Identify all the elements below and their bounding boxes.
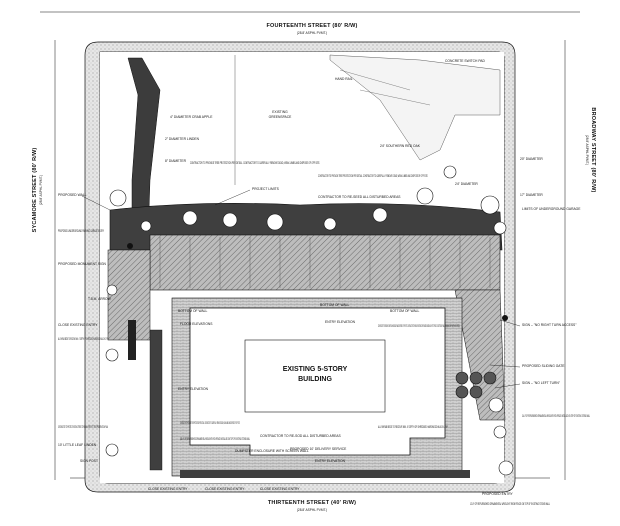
note-tbm: T.B.M. ARROW — [88, 297, 112, 301]
note-entry-elev-left: ENTRY ELEVATION — [178, 387, 209, 391]
note-proposed-wall: PROPOSED WALL — [58, 193, 87, 197]
label-crab-apple: 4" DIAMETER CRAB APPLE — [170, 115, 213, 119]
note-entry-elev-bottom: ENTRY ELEVATION — [315, 459, 346, 463]
left-wall-segment — [128, 320, 136, 360]
greenspace-label-2: GREENSPACE — [269, 115, 292, 119]
note-tree-protect-bottom: CONTRACTOR TO PROVIDE TREE PROTECTION PE… — [180, 421, 240, 425]
label-concrete-pad: CONCRETE SWITCH PAD — [445, 59, 485, 63]
street-sub-left: (28.8' ASPHL PVMT.) — [39, 175, 43, 205]
label-southern-red-oak: 24" SOUTHERN RED OAK — [380, 144, 421, 148]
note-sign-no-left: SIGN – "NO LEFT TURN" — [522, 381, 561, 385]
note-little-leaf-linden: 10' LITTLE LEAF LINDEN — [58, 443, 97, 447]
note-project-limits: PROJECT LIMITS — [252, 187, 280, 191]
street-label-bottom: THIRTEENTH STREET (40' R/W) — [268, 500, 356, 506]
note-limits-underground: LIMITS OF UNDERGROUND GARAGE — [522, 207, 581, 211]
note-tree-protect-top: CONTRACTOR TO PROVIDE TREE PROTECTION PE… — [190, 161, 320, 165]
note-fence-bottom-right: 12 LF OF REFURBISHED ORNAMENTAL WROUGHT … — [470, 502, 550, 506]
existing-path-area — [329, 54, 501, 161]
street-label-top: FOURTEENTH STREET (80' R/W) — [266, 23, 357, 29]
note-sign-no-right: SIGN – "NO RIGHT TURN ACCESS" — [522, 323, 577, 327]
note-fence-right: 114 LF OF REFURBISHED ORNAMENTAL WROUGHT… — [522, 414, 590, 418]
bottom-walk — [180, 470, 470, 478]
note-entry-elev: ENTRY ELEVATION — [325, 320, 356, 324]
note-delivery: PROPOSED 10' DELIVERY SERVICE — [290, 447, 347, 451]
note-shrub-beds-right: ALL SHRUB BEDS TO RECEIVE MIN. 4" DEPTH … — [378, 425, 448, 429]
note-signpost: SIGN POST — [80, 459, 98, 463]
street-sub-bottom: (28.8' ASPHL PVMT.) — [297, 508, 327, 512]
note-reseed: CONTRACTOR TO RE-SEED ALL DISTURBED AREA… — [318, 195, 401, 199]
label-dbh-24: 24" DIAMETER — [455, 182, 478, 186]
note-shrub-beds-left: ALL SHRUB BEDS TO RECEIVE MIN. 4" DEPTH … — [58, 337, 108, 341]
note-underground-entry: PROPOSED UNDERGROUND PARKING GARAGE ENTR… — [58, 229, 104, 233]
greenspace-label-1: EXISTING — [272, 110, 288, 114]
leader-sign-no-right — [499, 319, 521, 327]
street-label-right: BROADWAY STREET (80' R/W) — [590, 107, 596, 192]
label-oak-8: 8" DIAMETER — [165, 159, 187, 163]
label-dbh-17: 17" DIAMETER — [520, 193, 543, 197]
note-proposed-entry: PROPOSED ENTRY — [482, 492, 514, 496]
leader-project-limits — [214, 189, 251, 206]
note-sliding-gate: PROPOSED SLIDING GATE — [522, 364, 565, 368]
tree-row-top — [109, 187, 507, 235]
note-monument-sign: PROPOSED MONUMENT SIGN — [58, 262, 107, 266]
parking-lot — [149, 234, 501, 291]
note-floor-elev: FLOOR ELEVATIONS — [180, 322, 213, 326]
building-footprint — [189, 307, 446, 456]
leader-proposed-wall — [81, 195, 111, 211]
note-bottom-wall-3: BOTTOM OF WALL — [390, 309, 419, 313]
sign-marker-left — [127, 243, 133, 249]
label-linden: 2" DIAMETER LINDEN — [165, 137, 200, 141]
note-close-entry-b1: CLOSE EXISTING ENTRY — [148, 487, 188, 491]
note-close-entry: CLOSE EXISTING ENTRY — [58, 323, 98, 327]
note-tree-protect-right: CONTRACTOR TO PROVIDE TREE PROTECTION PE… — [318, 174, 428, 178]
tree-column-right — [443, 165, 514, 476]
building-label-line2: BUILDING — [298, 376, 332, 383]
street-sub-top: (28.8' ASPHL PVMT.) — [297, 31, 327, 35]
path-line-2 — [359, 89, 431, 106]
note-reseed-bottom: CONTRACTOR TO RE-SOD ALL DISTURBED AREAS — [260, 434, 341, 438]
note-dumpster: DUMPSTER ENCLOSURE WITH SCREEN WALL — [235, 449, 309, 453]
note-bottom-wall-2: BOTTOM OF WALL — [320, 303, 349, 307]
left-entry-walk — [149, 329, 163, 471]
street-label-left: SYCAMORE STREET (80' R/W) — [32, 148, 38, 233]
note-bottom-wall-1: BOTTOM OF WALL — [178, 309, 207, 313]
label-hand-rail: HAND RAIL — [335, 77, 353, 81]
parking-stripes — [159, 237, 491, 288]
note-remove-hardscape: CONTRACTOR TO REMOVE EXISTING HARDSCAPE … — [378, 324, 460, 328]
leader-sign-no-left — [494, 383, 521, 389]
note-close-entry-b3: CLOSE EXISTING ENTRY — [260, 487, 300, 491]
note-close-entry-b2: CLOSE EXISTING ENTRY — [205, 487, 245, 491]
tree-column-left — [105, 220, 152, 457]
street-sub-right: (28.8' ASPHL PVMT.) — [585, 135, 589, 165]
leader-sliding-gate — [489, 364, 521, 368]
sign-marker-right — [502, 315, 508, 321]
building-label-line1: EXISTING 5-STORY — [283, 366, 348, 373]
building-inner-outline — [244, 339, 386, 413]
note-tree-protect-left: CONTRACTOR TO PROTECT EXISTING TREES TO … — [58, 425, 108, 429]
path-line-1 — [339, 69, 411, 91]
label-dbh-20: 20" DIAMETER — [520, 157, 543, 161]
note-fence-bottom: 160 LF OF REFURBISHED ORNAMENTAL WROUGHT… — [180, 437, 250, 441]
